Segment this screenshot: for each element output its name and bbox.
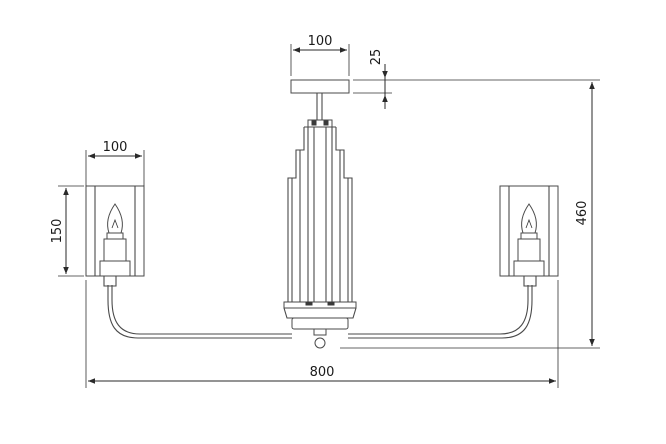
shade-height-label: 150 bbox=[50, 219, 65, 244]
central-stem bbox=[316, 93, 323, 120]
ceiling-canopy bbox=[290, 79, 350, 94]
left-shade bbox=[85, 185, 145, 287]
right-arm bbox=[348, 285, 533, 339]
left-candle-bulb bbox=[99, 203, 131, 277]
shade-width-dimension: 100 bbox=[85, 140, 145, 186]
canopy-height-label: 25 bbox=[369, 49, 384, 66]
total-width-dimension: 800 bbox=[85, 280, 559, 388]
shade-width-label: 100 bbox=[103, 140, 128, 155]
total-height-label: 460 bbox=[575, 201, 590, 226]
total-height-dimension: 460 bbox=[340, 79, 600, 349]
left-arm bbox=[107, 285, 292, 339]
canopy-height-dimension: 25 bbox=[353, 49, 392, 109]
right-candle-bulb bbox=[513, 203, 545, 277]
total-width-label: 800 bbox=[310, 365, 335, 380]
canopy-width-label: 100 bbox=[308, 34, 333, 49]
central-body bbox=[283, 119, 357, 349]
shade-height-dimension: 150 bbox=[50, 185, 84, 277]
canopy-width-dimension: 100 bbox=[290, 34, 350, 76]
